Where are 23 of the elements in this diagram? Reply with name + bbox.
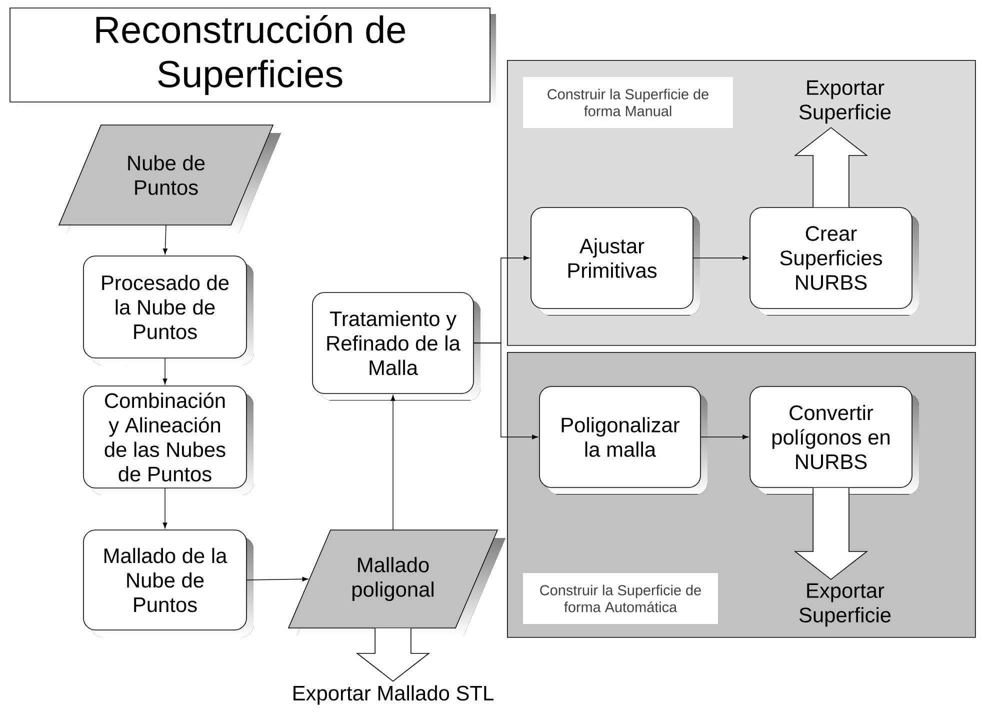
arrow: [693, 256, 748, 260]
arrow: [162, 358, 168, 384]
arrow: [162, 224, 168, 254]
arrow: [700, 434, 748, 440]
block-arrow: [356, 628, 430, 682]
arrow: [246, 576, 308, 582]
process-box: Mallado de la Nube de Puntos: [83, 530, 254, 637]
export-label: Exportar Superficie: [799, 583, 891, 627]
process-box: Combinación y Alineación de las Nubes de Puntos: [83, 386, 254, 495]
arrow: [474, 342, 538, 440]
block-arrow: [794, 127, 868, 208]
process-box: Crear Superficies NURBS: [750, 207, 919, 316]
process-box: Tratamiento y Refinado de la Malla: [312, 292, 480, 400]
block-arrow: [794, 488, 868, 580]
title-box: Reconstrucción de Superficies: [10, 8, 496, 108]
process-box: Ajustar Primitivas: [530, 207, 700, 316]
process-box: Poligonalizar la malla: [539, 386, 708, 494]
process-box: Convertir polígonos en NURBS: [750, 386, 919, 494]
arrow: [390, 395, 396, 530]
export-label: Exportar Mallado STL: [294, 685, 494, 705]
process-box: Procesado de la Nube de Puntos: [83, 256, 254, 365]
export-label: Exportar Superficie: [799, 80, 891, 124]
arrow: [162, 488, 168, 528]
